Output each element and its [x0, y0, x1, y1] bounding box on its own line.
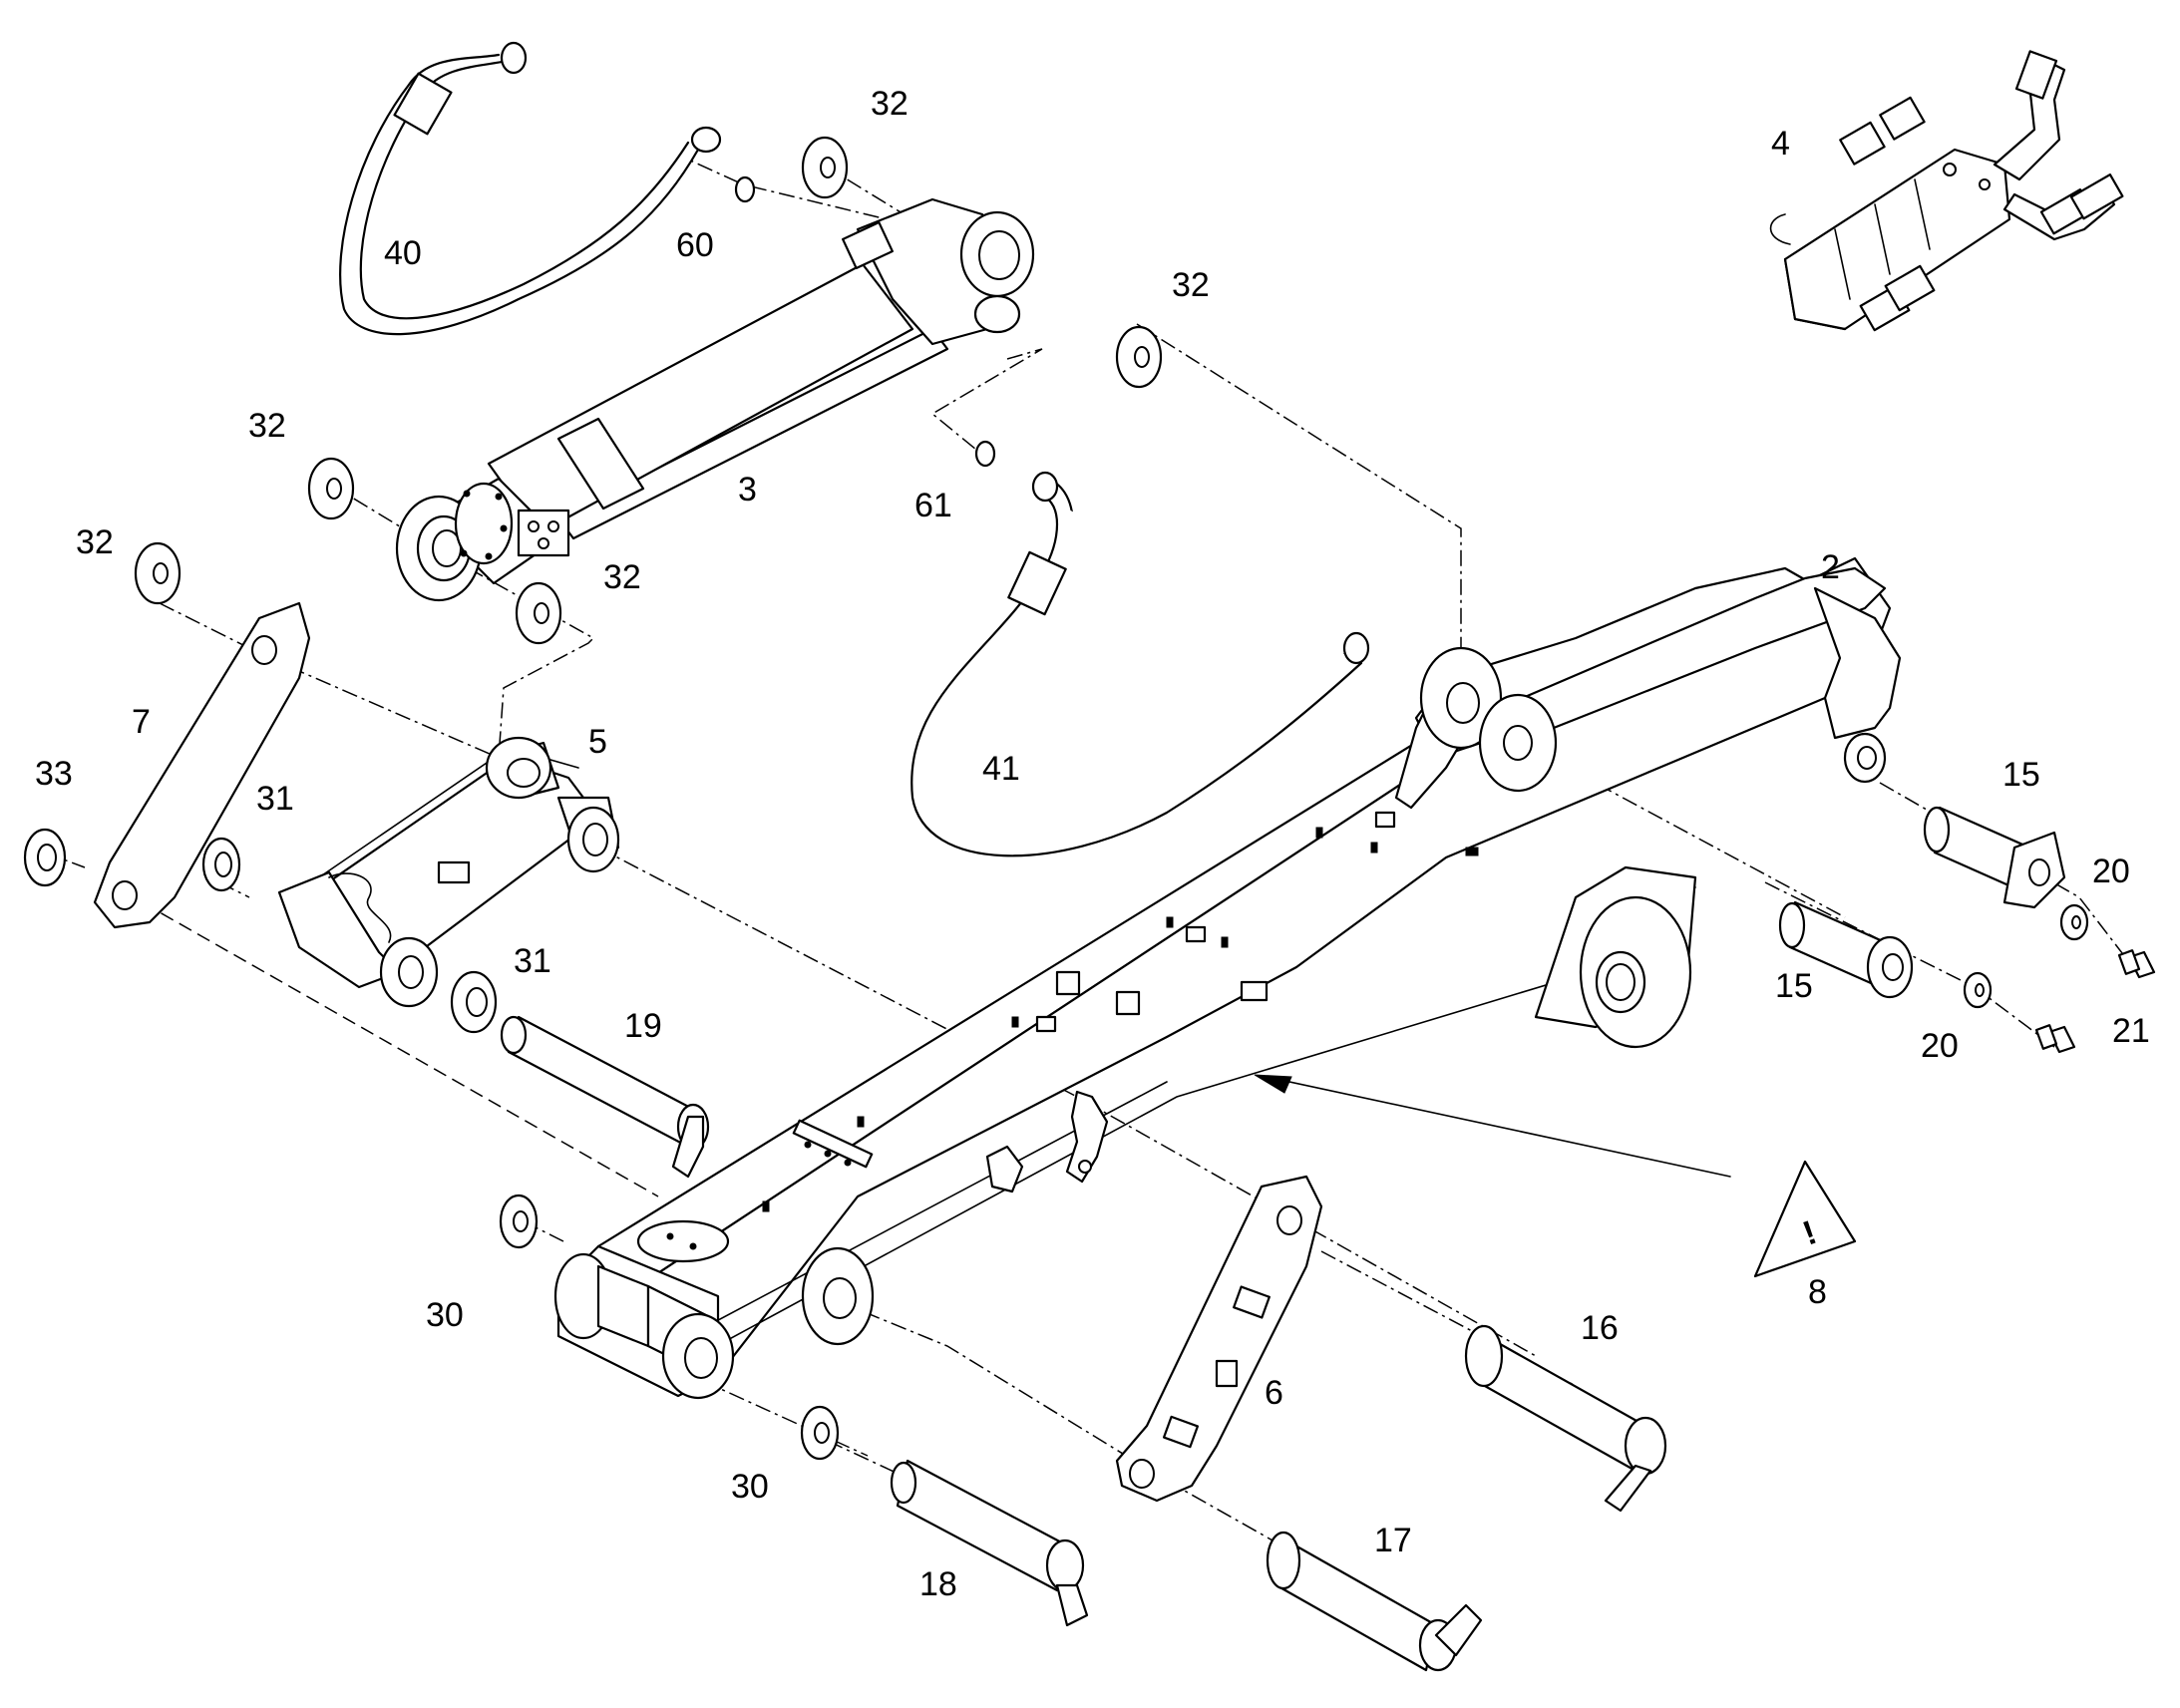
callout-33: 33	[35, 755, 73, 793]
hydraulic-cylinder-3	[395, 197, 1035, 602]
callout-32-link-top: 32	[76, 523, 114, 561]
hose-41	[910, 471, 1370, 857]
o-ring-61	[974, 440, 996, 468]
washer-20-upper	[2059, 903, 2089, 941]
washer-20-lower	[1963, 971, 1993, 1009]
callout-5: 5	[588, 723, 607, 761]
pin-18	[890, 1459, 1089, 1627]
boom-2	[553, 556, 1902, 1400]
washer-32-top	[801, 136, 849, 199]
callout-labels: 2 3 4 5 6 7 8 15 15 16 17 18 19 20 20 21…	[35, 85, 2150, 1603]
callout-32-cylinder-left: 32	[248, 407, 286, 445]
rocker-assembly-5	[277, 736, 620, 1008]
washer-32-right	[1115, 325, 1163, 389]
callout-17: 17	[1374, 1522, 1412, 1559]
link-plate-6	[1115, 1175, 1323, 1503]
callout-6: 6	[1265, 1374, 1283, 1412]
bolt-21-upper	[2117, 949, 2156, 979]
callout-31-lower: 31	[514, 942, 551, 980]
o-ring-60	[734, 175, 756, 203]
callout-61: 61	[914, 487, 952, 524]
washer-32-cylinder-bottom	[515, 581, 562, 645]
washer-30-left	[499, 1194, 539, 1249]
callout-20-upper: 20	[2092, 853, 2130, 890]
callout-21: 21	[2112, 1012, 2150, 1050]
callout-40: 40	[384, 234, 422, 272]
callout-60: 60	[676, 226, 714, 264]
washer-32-cylinder-left	[307, 457, 355, 520]
callout-15-upper: 15	[2002, 756, 2040, 794]
link-plate-7	[93, 601, 311, 929]
callout-30-lower: 30	[731, 1468, 769, 1506]
pin-17	[1266, 1531, 1483, 1672]
callout-19: 19	[624, 1007, 662, 1045]
callout-18: 18	[919, 1565, 957, 1603]
hose-40	[339, 41, 722, 336]
callout-20-lower: 20	[1921, 1027, 1959, 1065]
callout-2: 2	[1821, 548, 1840, 586]
washer-30-bottom	[800, 1405, 840, 1461]
callout-7: 7	[132, 703, 151, 741]
pin-15-upper	[1923, 806, 2066, 909]
callout-16: 16	[1581, 1309, 1619, 1347]
washer-31-right	[450, 970, 498, 1034]
callout-30-upper: 30	[426, 1296, 464, 1334]
washer-33	[23, 828, 67, 887]
callout-41: 41	[982, 750, 1020, 788]
callout-4: 4	[1771, 125, 1790, 163]
callout-8: 8	[1808, 1273, 1827, 1311]
pin-19	[500, 1015, 710, 1179]
washer-32-link-top	[134, 541, 182, 605]
callout-3: 3	[738, 471, 757, 509]
callout-32-top: 32	[871, 85, 908, 123]
callout-32-right: 32	[1172, 266, 1210, 304]
warning-triangle-icon: !	[1753, 1160, 1857, 1278]
callout-32-cylinder-bottom: 32	[603, 558, 641, 596]
pin-15-lower	[1778, 900, 1914, 999]
bolt-21-lower	[2034, 1024, 2076, 1054]
warning-pointer-line	[1254, 1074, 1731, 1178]
washer-31-left	[201, 837, 241, 892]
pin-16	[1464, 1324, 1667, 1513]
callout-31-upper: 31	[256, 780, 294, 818]
callout-15-lower: 15	[1775, 967, 1813, 1005]
control-valve-4	[1769, 50, 2124, 332]
